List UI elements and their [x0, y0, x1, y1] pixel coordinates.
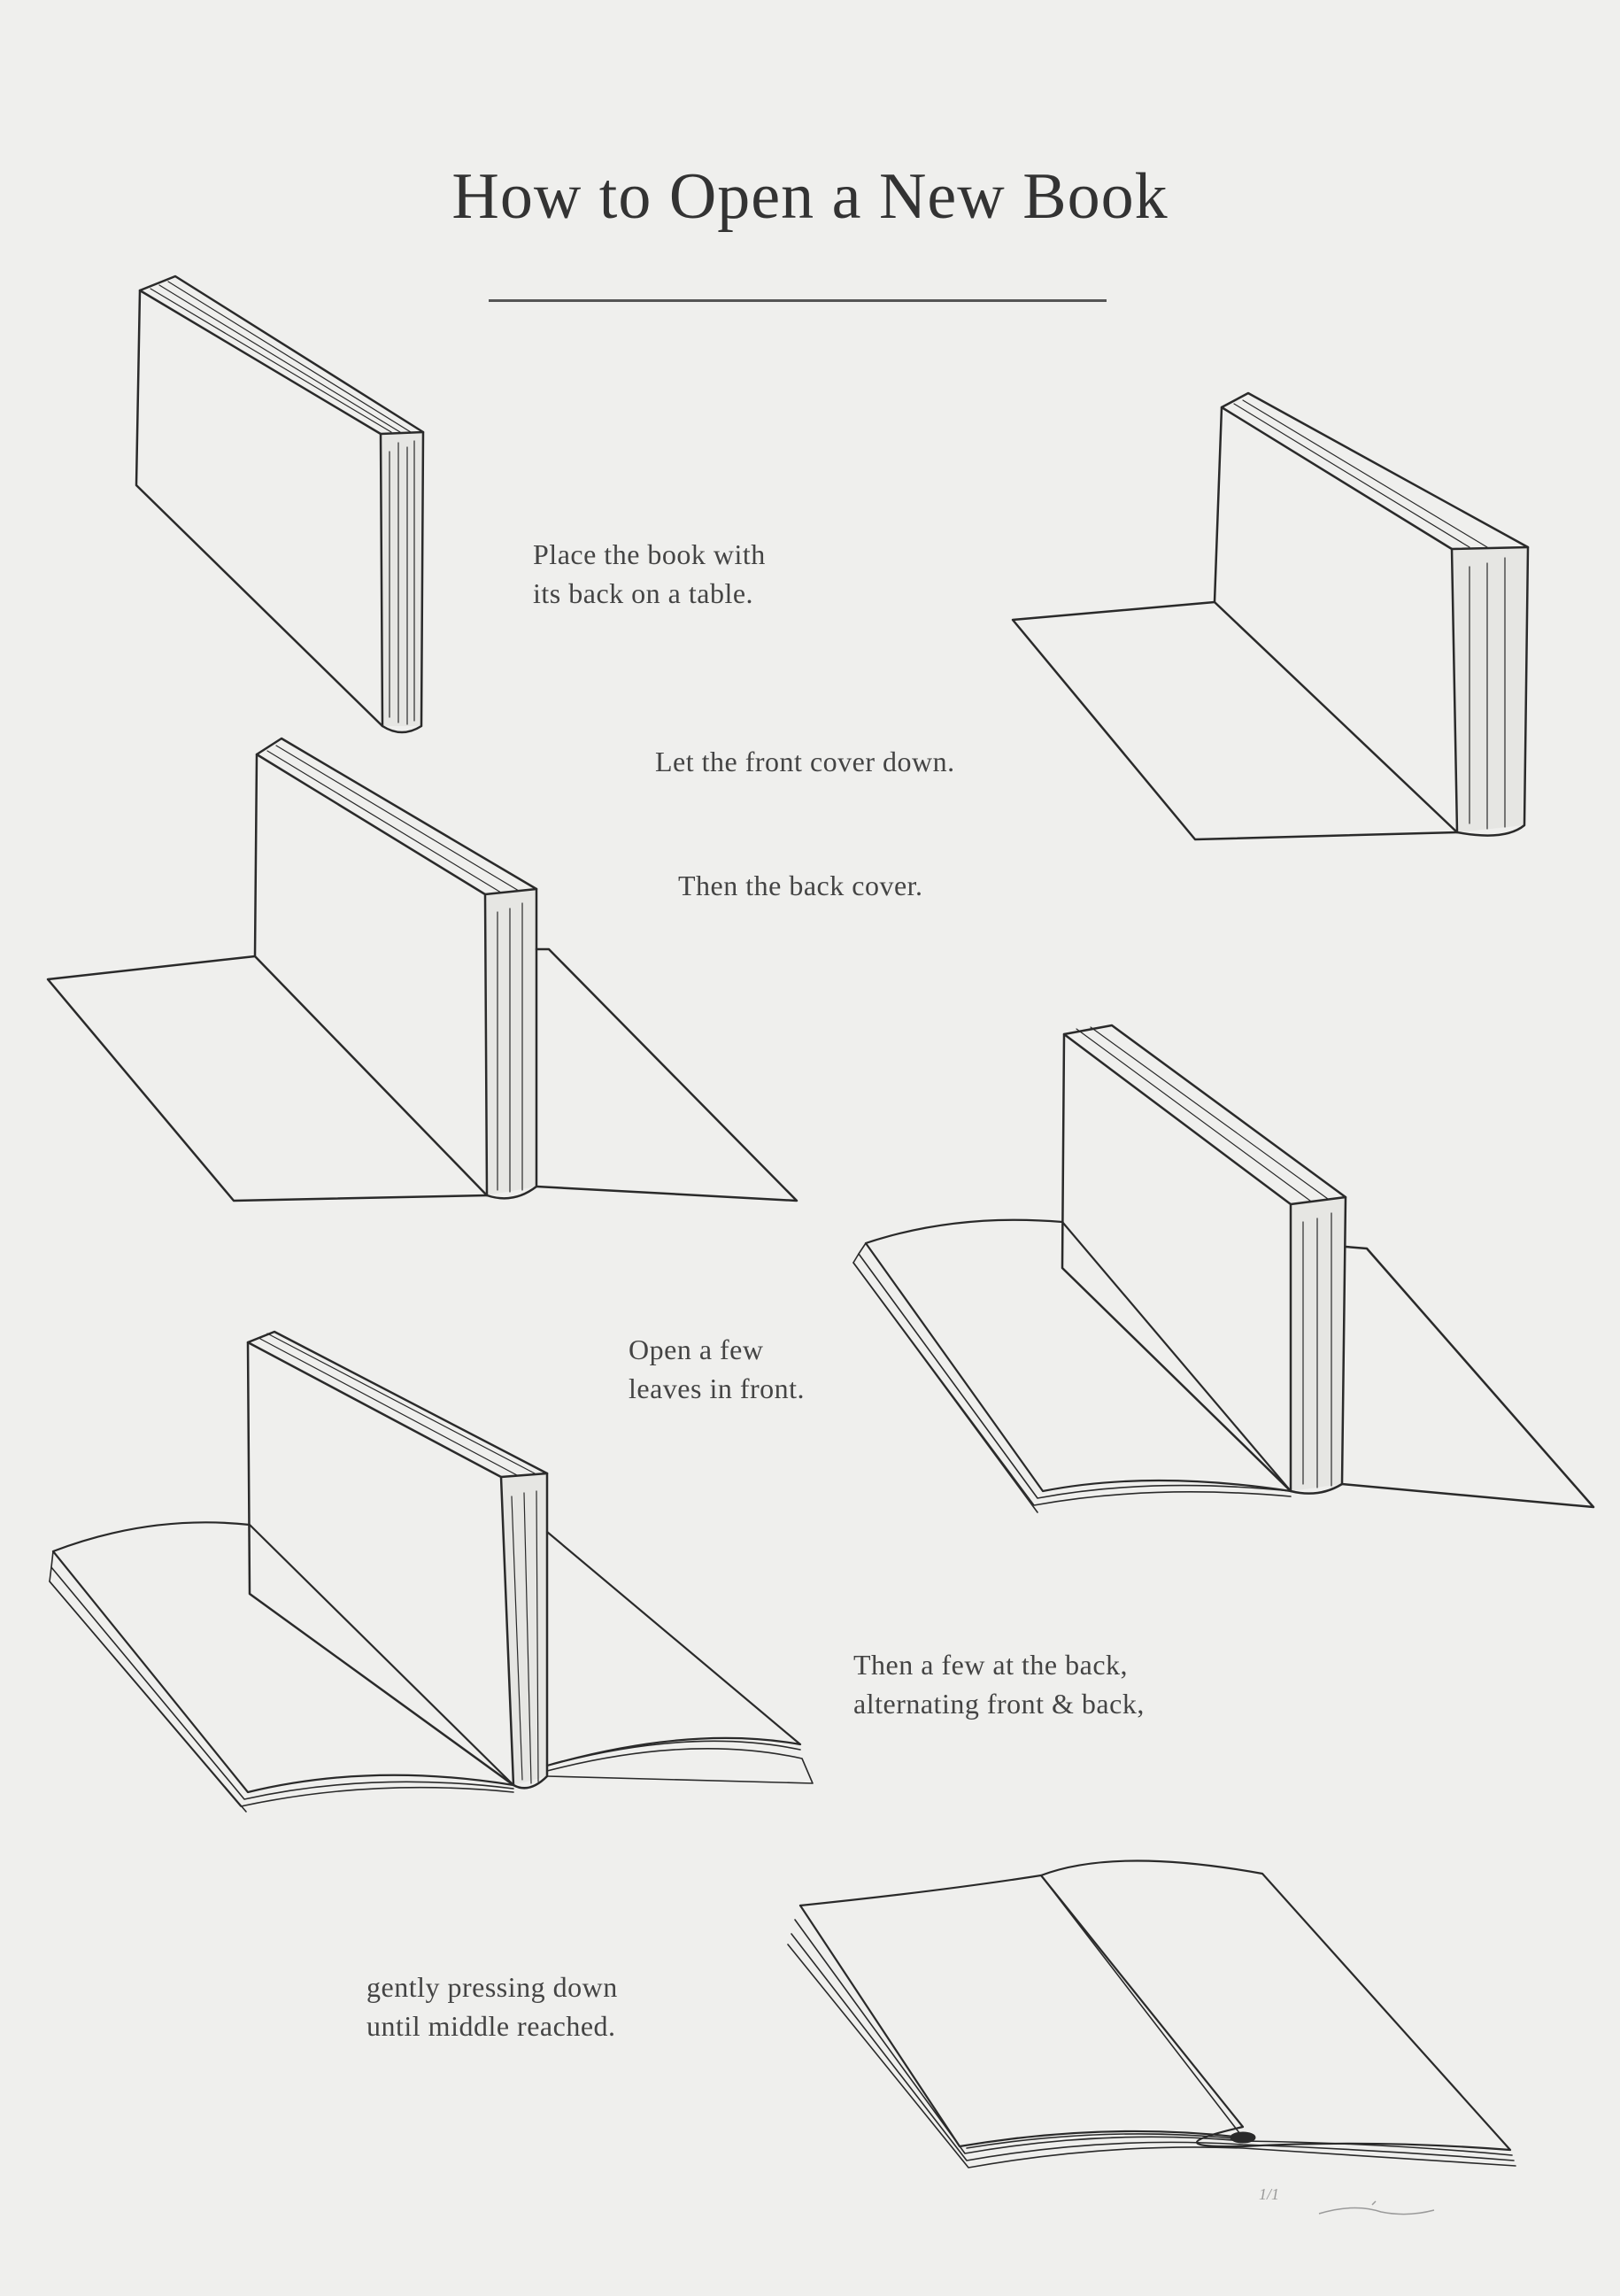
book-step-1-illustration	[135, 274, 425, 734]
book-step-6-illustration	[787, 1859, 1516, 2168]
caption-step-5: Then a few at the back, alternating fron…	[853, 1649, 1145, 1720]
artist-signature	[1257, 2178, 1443, 2245]
caption-step-2: Let the front cover down.	[655, 746, 955, 777]
caption-step-4: Open a few leaves in front.	[629, 1334, 806, 1404]
title-divider	[489, 299, 1107, 302]
caption-step-1: Place the book with its back on a table.	[533, 538, 766, 609]
book-step-2-illustration	[1011, 391, 1530, 841]
page-title: How to Open a New Book	[451, 160, 1169, 233]
caption-step-3: Then the back cover.	[678, 870, 923, 901]
edition-mark: 1/1	[1259, 2185, 1280, 2203]
book-step-5-illustration	[49, 1330, 814, 1813]
signature-mark	[1318, 2200, 1435, 2215]
caption-step-6: gently pressing down until middle reache…	[366, 1971, 618, 2042]
book-step-3-illustration	[46, 737, 798, 1202]
book-step-4-illustration	[852, 1024, 1595, 1513]
